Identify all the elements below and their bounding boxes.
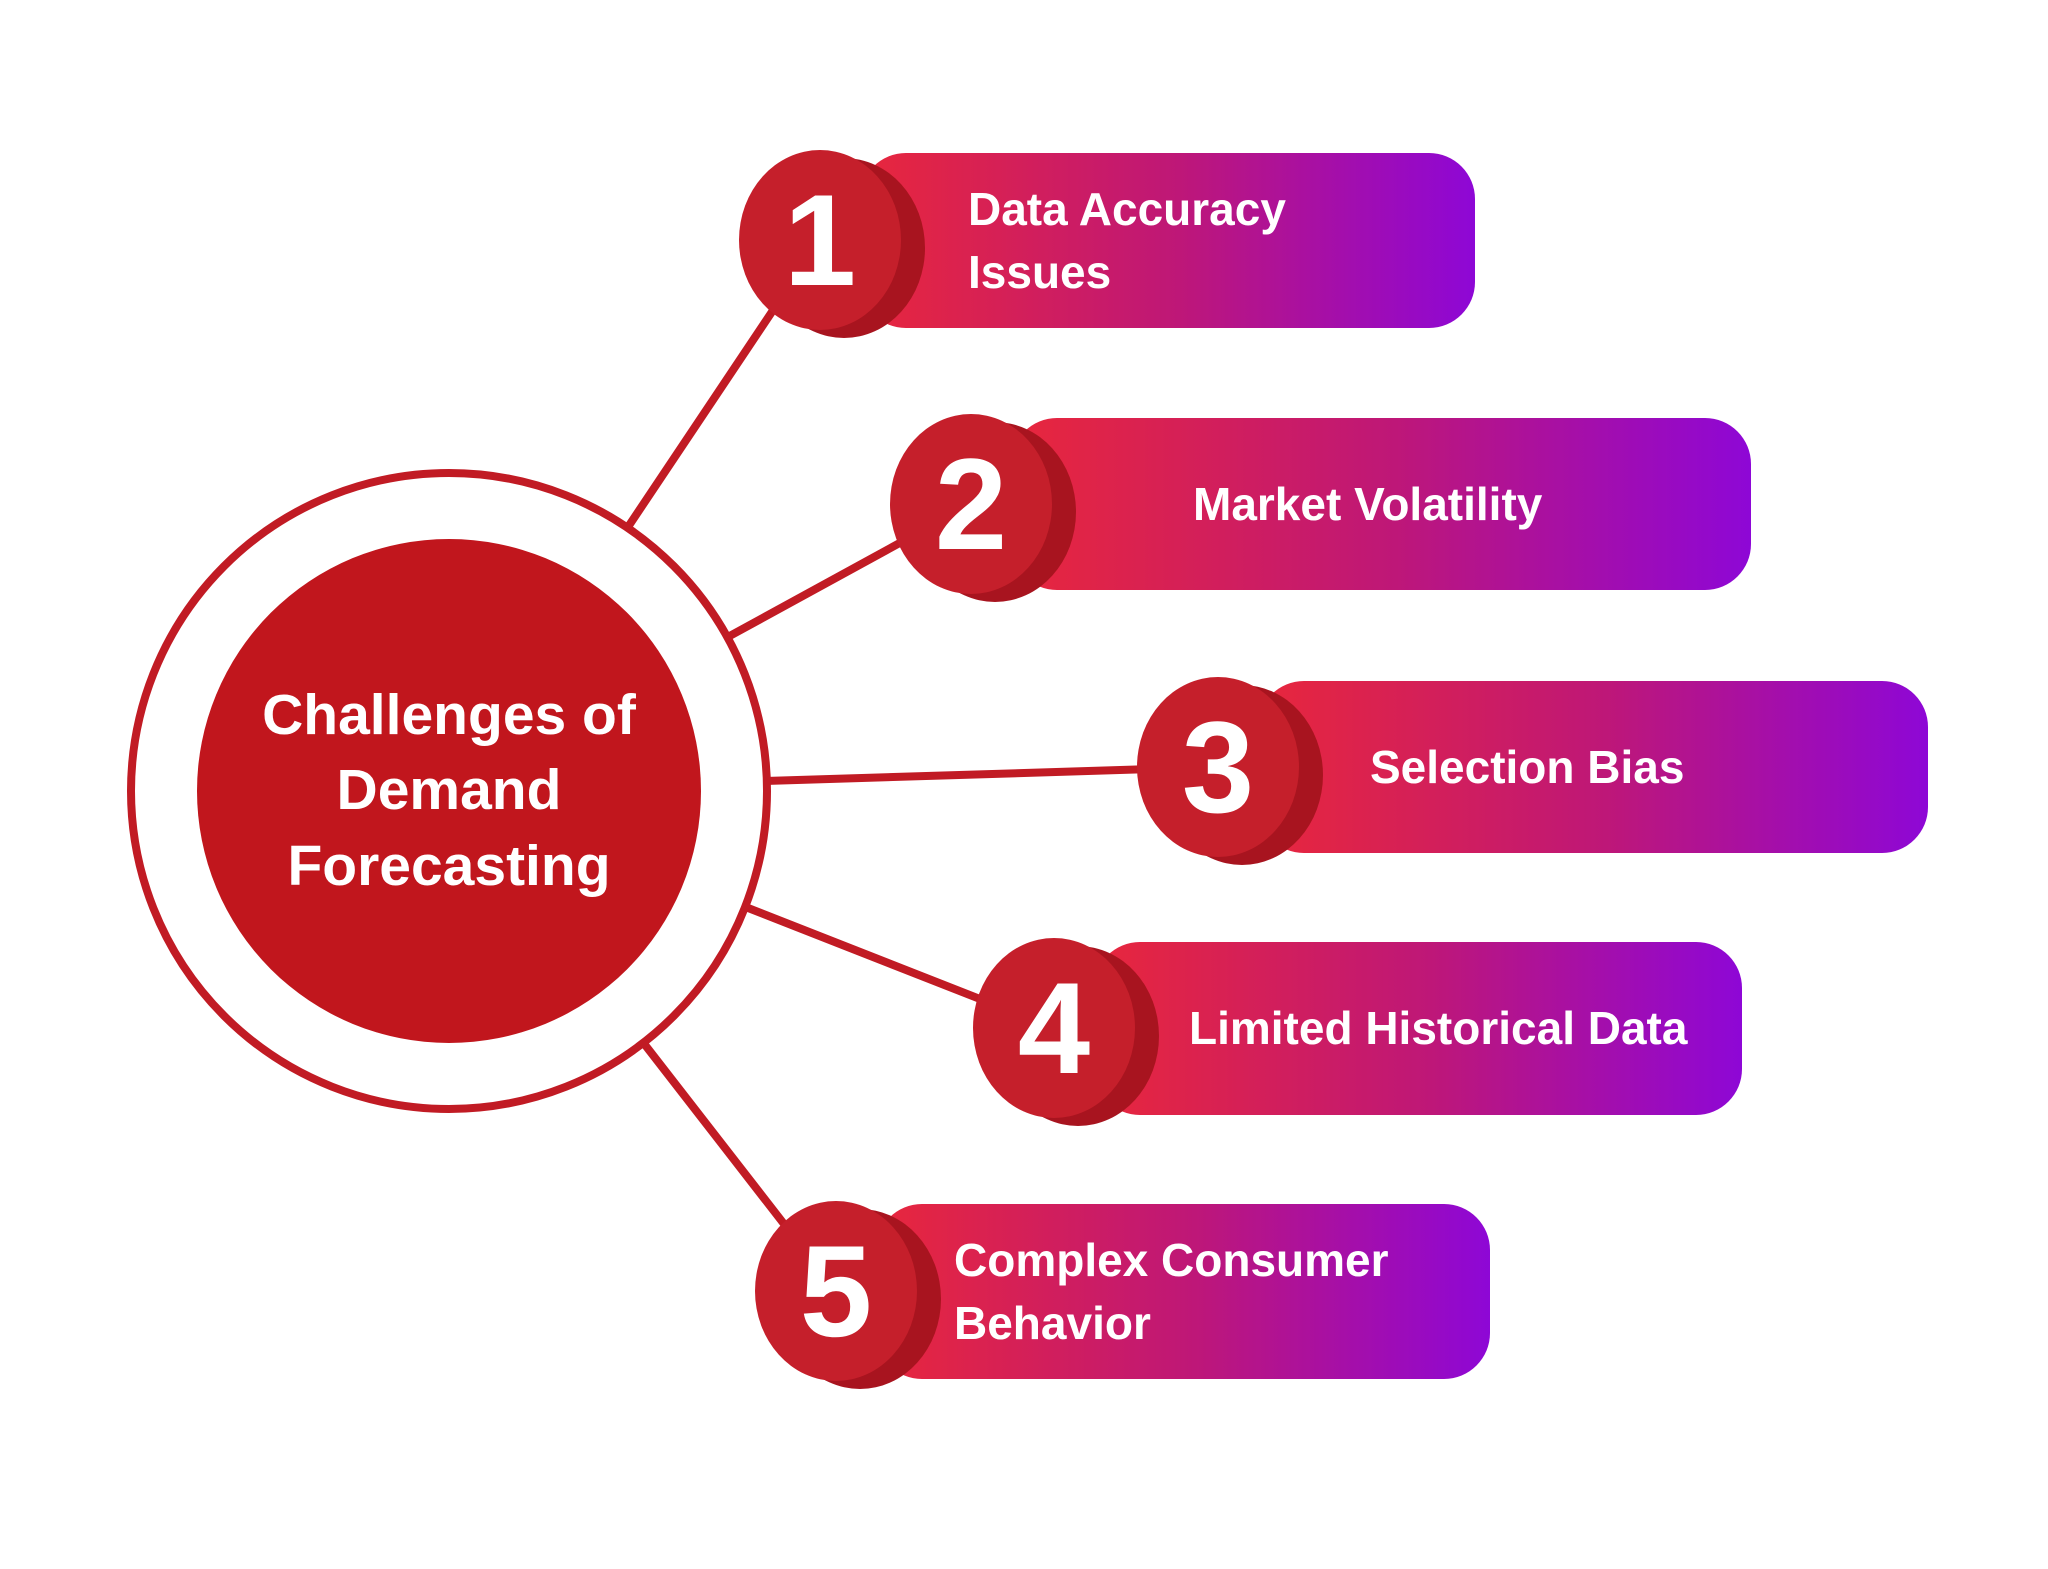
item-number-4: 4 [1017, 955, 1091, 1101]
item-label-3: Selection Bias [1370, 740, 1685, 793]
item-number-1: 1 [783, 167, 857, 313]
item-pill-4: Limited Historical Data [1094, 942, 1742, 1115]
item-badge-5: 5 [755, 1201, 917, 1381]
item-badge-4: 4 [973, 938, 1135, 1118]
item-label-5: Complex Consumer Behavior [954, 1234, 1389, 1349]
hub-circle: Challenges of Demand Forecasting [197, 539, 701, 1043]
hub-title: Challenges of Demand Forecasting [262, 683, 636, 898]
item-label-1: Data Accuracy Issues [968, 183, 1286, 298]
item-badge-3: 3 [1137, 677, 1299, 857]
item-pill-3: Selection Bias [1258, 681, 1928, 853]
item-number-5: 5 [799, 1218, 873, 1364]
item-pill-5: Complex Consumer Behavior [876, 1204, 1490, 1379]
item-badge-1: 1 [739, 150, 901, 330]
item-pill-2: Market Volatility [1011, 418, 1751, 590]
item-number-3: 3 [1181, 694, 1255, 840]
item-label-4: Limited Historical Data [1189, 1002, 1688, 1055]
item-badge-2: 2 [890, 414, 1052, 594]
item-number-2: 2 [934, 431, 1008, 577]
item-label-2: Market Volatility [1193, 477, 1543, 530]
item-pill-1: Data Accuracy Issues [860, 153, 1475, 328]
